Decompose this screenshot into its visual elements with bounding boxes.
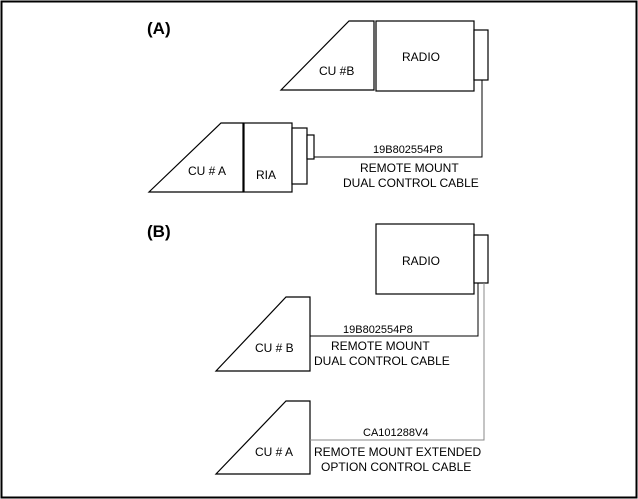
diagram-a-cu-a-label: CU # A <box>188 164 226 178</box>
diagram-a-ria-connector-inner <box>307 135 314 159</box>
diagram-b-dual-cable-line1: REMOTE MOUNT <box>331 339 430 353</box>
diagram-a-cable-label-line2: DUAL CONTROL CABLE <box>343 176 479 190</box>
diagram-a-ria-label: RIA <box>256 168 276 182</box>
diagram-a-radio-label: RADIO <box>402 50 440 64</box>
diagram-b-ext-cable-line1: REMOTE MOUNT EXTENDED <box>314 445 481 459</box>
diagram-a-cable-part-number: 19B802554P8 <box>373 144 443 156</box>
diagram-a-cable-label-line1: REMOTE MOUNT <box>360 161 459 175</box>
diagram-b-cu-a-label: CU # A <box>255 445 293 459</box>
diagram-b-dual-cable-line2: DUAL CONTROL CABLE <box>314 354 450 368</box>
diagram-a-cu-b-label: CU #B <box>319 64 354 78</box>
diagram-b-radio-label: RADIO <box>402 254 440 268</box>
diagram-a-ria-connector-outer <box>292 128 307 184</box>
diagram-a-label: (A) <box>147 19 171 38</box>
diagram-b-radio-connector <box>474 235 488 283</box>
diagram-a-radio-connector <box>474 30 488 80</box>
diagram-b-cu-b-label: CU # B <box>255 341 294 355</box>
diagram-b-label: (B) <box>147 222 171 241</box>
diagram-b-ext-cable-line2: OPTION CONTROL CABLE <box>321 460 471 474</box>
diagram-b-dual-cable-part-number: 19B802554P8 <box>343 324 413 336</box>
diagram-b-ext-cable-part-number: CA101288V4 <box>363 427 428 439</box>
